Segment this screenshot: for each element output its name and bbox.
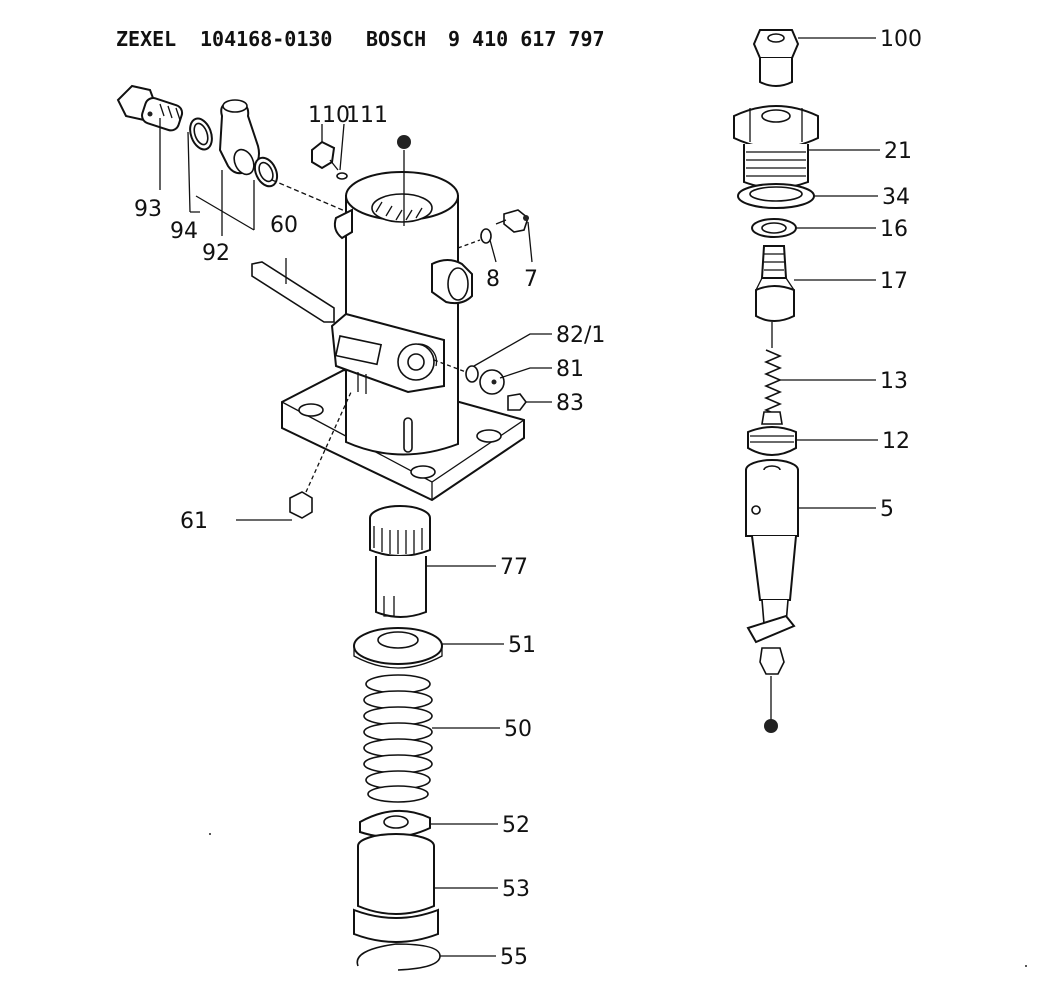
part-60-control-rack xyxy=(251,258,335,323)
part-51-spring-seat xyxy=(353,627,443,669)
label-16: 16 xyxy=(880,217,908,242)
part-77-control-sleeve xyxy=(369,505,431,618)
part-34-gasket xyxy=(737,183,815,209)
label-93: 93 xyxy=(134,197,162,222)
part-82-1-washer xyxy=(465,365,479,383)
leader-8-7 xyxy=(489,221,533,263)
assembly-axis-line xyxy=(271,179,353,215)
part-53-tappet xyxy=(353,833,439,943)
part-13-delivery-spring xyxy=(763,322,783,417)
part-17-delivery-valve xyxy=(755,245,795,322)
label-82-1: 82/1 xyxy=(556,323,605,348)
label-53: 53 xyxy=(502,877,530,902)
stray-dot xyxy=(1025,965,1027,967)
label-83: 83 xyxy=(556,391,584,416)
leader-94 xyxy=(187,131,200,213)
header-part-number-bosch: 9 410 617 797 xyxy=(448,27,605,51)
part-94-seal-ring xyxy=(189,117,213,151)
label-94: 94 xyxy=(170,219,198,244)
header-maker-bosch: BOSCH xyxy=(366,27,426,51)
part-21-delivery-valve-holder xyxy=(733,105,819,189)
label-12: 12 xyxy=(882,429,910,454)
label-60: 60 xyxy=(270,213,298,238)
label-7: 7 xyxy=(524,267,538,292)
label-8: 8 xyxy=(486,267,500,292)
part-110-bleed-screw xyxy=(311,140,339,171)
part-8-washer xyxy=(480,228,492,244)
leader-82-81-83 xyxy=(473,333,552,403)
leader-110-111 xyxy=(321,123,345,171)
leader-92 xyxy=(195,170,255,236)
label-50: 50 xyxy=(504,717,532,742)
part-5-plunger-barrel xyxy=(745,459,799,733)
part-50-plunger-spring xyxy=(363,674,433,803)
label-110: 110 xyxy=(308,103,350,128)
part-16-seal xyxy=(751,218,797,238)
label-92: 92 xyxy=(202,241,230,266)
label-5: 5 xyxy=(880,497,894,522)
label-21: 21 xyxy=(884,139,912,164)
header-part-number-zexel: 104168-0130 xyxy=(200,27,332,51)
label-100: 100 xyxy=(880,27,922,52)
label-77: 77 xyxy=(500,555,528,580)
part-12-valve-seat xyxy=(747,411,797,456)
part-93-banjo-bolt xyxy=(116,84,184,132)
part-7-screw xyxy=(495,209,529,233)
label-61: 61 xyxy=(180,509,208,534)
label-13: 13 xyxy=(880,369,908,394)
label-81: 81 xyxy=(556,357,584,382)
label-17: 17 xyxy=(880,269,908,294)
part-61-screw xyxy=(289,389,353,519)
axis-82-83 xyxy=(433,359,467,373)
part-92-banjo-fitting xyxy=(218,99,260,176)
label-51: 51 xyxy=(508,633,536,658)
part-pump-housing xyxy=(281,135,525,502)
part-55-snap-ring xyxy=(356,943,441,971)
part-81-lock-plate xyxy=(479,369,505,395)
part-100-fitting xyxy=(752,29,800,87)
label-52: 52 xyxy=(502,813,530,838)
part-94-seal-ring-2 xyxy=(253,156,279,188)
label-111: 111 xyxy=(346,103,388,128)
part-83-screw xyxy=(507,393,527,411)
stray-dot xyxy=(209,833,211,835)
label-55: 55 xyxy=(500,945,528,970)
part-111-washer xyxy=(336,172,348,180)
axis-8-7 xyxy=(457,239,481,249)
header-maker-zexel: ZEXEL xyxy=(116,27,176,51)
label-34: 34 xyxy=(882,185,910,210)
